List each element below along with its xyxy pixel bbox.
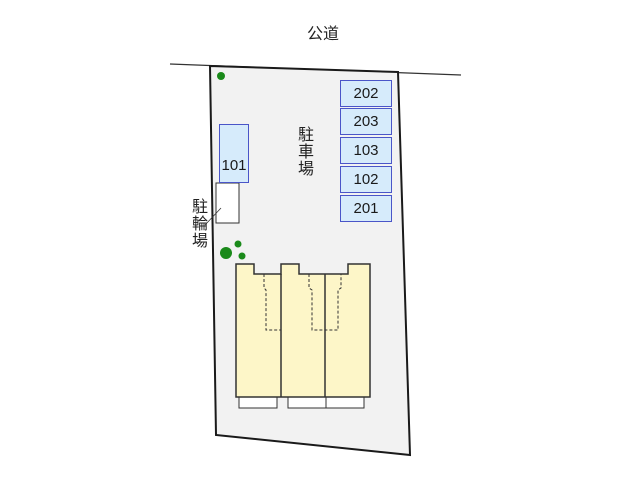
bicycle-parking-area: [215, 182, 240, 224]
stair-outline: [263, 274, 281, 331]
parking-lot-label: 駐車場: [295, 126, 314, 177]
public-road-label: 公道: [306, 24, 339, 43]
balcony: [238, 396, 278, 409]
bicycle-parking-leader-line: [204, 207, 222, 226]
parking-stall-202[interactable]: 202: [340, 80, 392, 107]
parking-stall-201[interactable]: 201: [340, 195, 392, 222]
stair-outline: [308, 274, 342, 331]
tree-icon: [217, 72, 225, 80]
apartment-building: [235, 263, 371, 398]
parking-stall-102[interactable]: 102: [340, 166, 392, 193]
tree-icon: [238, 252, 246, 260]
tree-icon: [220, 247, 232, 259]
parking-stall-103[interactable]: 103: [340, 137, 392, 164]
parking-stall-203[interactable]: 203: [340, 108, 392, 135]
bicycle-parking-label: 駐輪場: [189, 198, 208, 249]
parking-stall-101[interactable]: 101: [219, 124, 249, 183]
tree-icon: [234, 240, 242, 248]
